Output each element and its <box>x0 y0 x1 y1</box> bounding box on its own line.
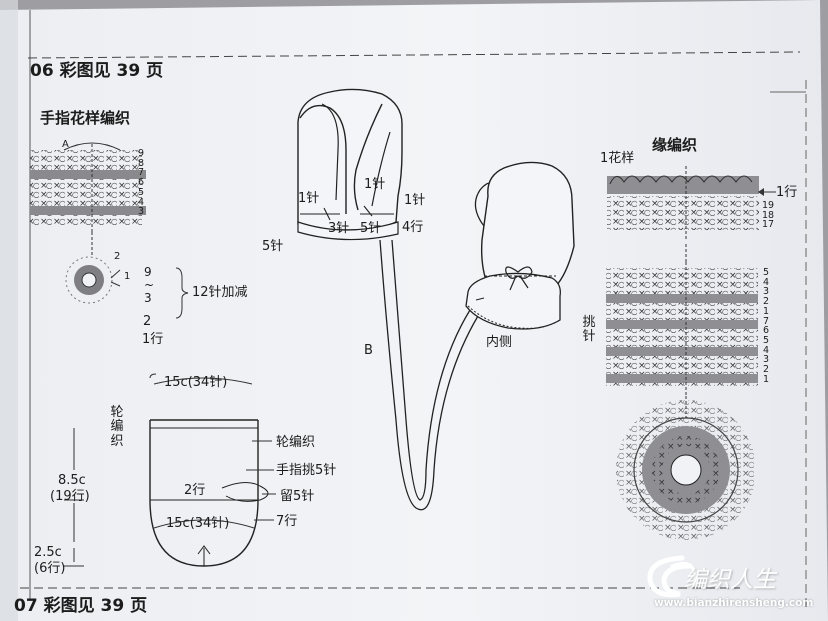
bottom-width-label: 15c(34针) <box>166 516 230 531</box>
pickup-label: 挑针 <box>582 315 596 345</box>
row-1-label: 1行 <box>142 332 164 347</box>
top-width-label: 15c(34针) <box>164 375 228 390</box>
round-label-2: 2 <box>114 251 121 262</box>
finger-row-numbers: 9 8 7 6 5 4 3 <box>138 148 145 218</box>
cord-b-label: B <box>364 343 373 358</box>
stitches-5-left-label: 5针 <box>262 239 284 254</box>
edge-band-row-numbers: 5 4 3 2 1 7 6 5 4 3 2 1 <box>763 267 770 385</box>
frame-top-dashes <box>27 51 801 59</box>
watermark-logo-icon <box>647 555 697 598</box>
watermark-url: www.bianzhirensheng.com <box>654 597 814 609</box>
top-page-header: 06 彩图见 39 页 <box>30 61 164 81</box>
edge-knit-band <box>606 262 758 396</box>
inner-side-label: 内侧 <box>486 335 513 350</box>
edge-knit-chart <box>607 166 776 264</box>
one-pattern-label: 1花样 <box>600 151 635 166</box>
height-top-rows: (6行) <box>34 561 66 576</box>
stitches-3-label: 3针 <box>328 221 350 236</box>
height-body-label: 8.5c <box>58 473 86 488</box>
watermark-text: 编织人生 <box>684 567 776 593</box>
increase-note: 12针加减 <box>192 285 248 300</box>
increase-bracket <box>175 267 189 319</box>
edge-top-row-numbers: 19 18 17 <box>762 200 775 231</box>
thumb-pickup-label: 手指挑5针 <box>276 463 337 478</box>
marker-a: A <box>62 139 69 150</box>
edge-knit-title: 缘编织 <box>652 136 698 154</box>
rows-7-label: 7行 <box>276 514 298 529</box>
ring-knit-left-label: 轮编织 <box>110 405 124 449</box>
mitten-schematic <box>64 373 276 567</box>
leave-stitches-label: 留5针 <box>280 489 315 504</box>
stitch-1-mid-label: 1针 <box>364 177 386 192</box>
round-label-1: 1 <box>124 271 131 282</box>
finger-pattern-swatch <box>30 142 146 256</box>
stitch-1-right-label: 1针 <box>404 193 426 208</box>
row-2-label: 2 <box>143 314 152 329</box>
stitch-1-left-label: 1针 <box>298 191 320 206</box>
rows-4-label: 4行 <box>402 220 424 235</box>
ring-knit-right-label: 轮编织 <box>276 435 316 450</box>
edge-knit-round-motif <box>616 396 756 540</box>
mitten-back <box>465 161 575 330</box>
mitten-front <box>297 88 479 511</box>
edge-row-1-label: 1行 <box>776 185 798 200</box>
height-top-label: 2.5c <box>34 545 62 560</box>
round-range: 9 ~ 3 <box>144 265 155 305</box>
finger-round-motif <box>65 256 121 304</box>
rows-2-label: 2行 <box>184 483 206 498</box>
height-body-rows: (19行) <box>50 489 90 504</box>
finger-pattern-title: 手指花样编织 <box>40 109 131 127</box>
bottom-page-header: 07 彩图见 39 页 <box>14 596 148 616</box>
stitches-5-label: 5针 <box>360 221 382 236</box>
